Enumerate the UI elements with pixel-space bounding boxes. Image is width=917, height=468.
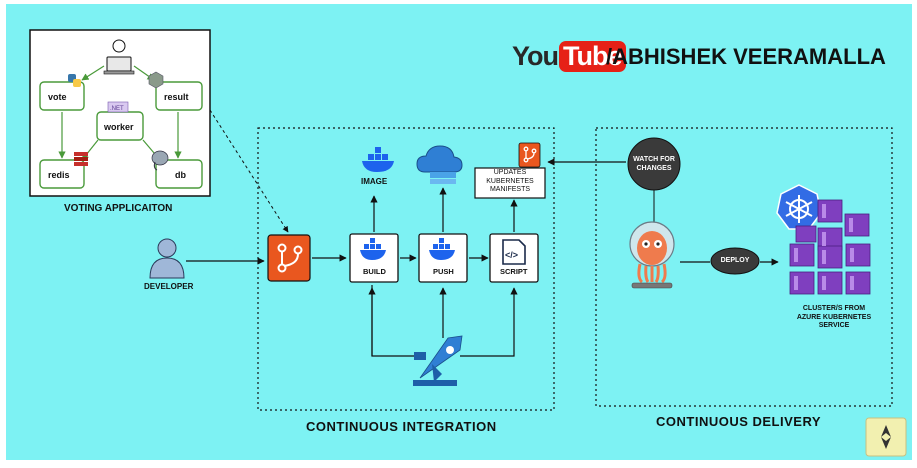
db-node	[155, 159, 203, 189]
cd-boundary	[595, 127, 893, 407]
vote-node	[39, 81, 85, 111]
app-to-repo-arrow	[209, 109, 289, 233]
postgres-elephant-icon	[151, 150, 169, 171]
build-label: BUILD	[363, 267, 386, 276]
svg-text:</>: </>	[505, 250, 518, 260]
result-node	[155, 81, 203, 111]
push-label: PUSH	[433, 267, 454, 276]
image-label: IMAGE	[361, 177, 388, 186]
voting-app-title: VOTING APPLICAITON	[64, 203, 173, 214]
vote-label: vote	[48, 92, 67, 102]
redis-icon	[74, 152, 88, 166]
cd-title: CONTINUOUS DELIVERY	[656, 414, 822, 429]
pipeline-to-build-line	[371, 285, 414, 357]
redis-label: redis	[48, 170, 70, 180]
youtube-you-text: You	[512, 40, 559, 71]
voting-app-panel: vote result worker .NET redis db	[29, 29, 211, 197]
cloud-registry-icon	[416, 145, 463, 184]
cluster-label: CLUSTER/S FROM AZURE KUBERNETES SERVICE	[796, 305, 872, 329]
argocd-octopus-icon	[629, 221, 675, 289]
kubernetes-icon	[776, 184, 822, 230]
script-label: SCRIPT	[500, 267, 528, 276]
docker-icon	[429, 238, 455, 260]
deploy-bubble	[710, 247, 760, 275]
pipeline-to-script-arrow	[460, 287, 518, 357]
youtube-tube-badge: Tube	[559, 40, 626, 72]
nodejs-icon	[148, 71, 164, 89]
laptop-user-icon	[103, 39, 135, 75]
ci-boundary	[257, 127, 555, 411]
python-icon	[68, 74, 81, 87]
script-stage: </>	[489, 233, 539, 283]
aks-cluster-cubes	[789, 199, 871, 295]
net-badge-label: .NET	[110, 106, 124, 112]
developer-person-icon	[149, 238, 185, 279]
youtube-logo: You Tube	[512, 40, 626, 72]
updates-manifests-box	[474, 167, 546, 199]
docker-icon	[360, 238, 386, 260]
navigation-badge[interactable]	[865, 417, 907, 457]
developer-label: DEVELOPER	[144, 282, 194, 291]
channel-name: /ABHISHEK VEERAMALLA	[606, 44, 886, 69]
ci-title: CONTINUOUS INTEGRATION	[306, 419, 497, 434]
result-label: result	[164, 92, 189, 102]
git-repo-icon	[267, 234, 311, 282]
updates-manifests-label: UPDATES KUBERNETES MANIFESTS	[486, 169, 534, 193]
redis-node	[39, 159, 85, 189]
worker-label: worker	[103, 122, 134, 132]
watch-for-changes-label: WATCH FOR CHANGES	[633, 156, 675, 172]
push-stage	[418, 233, 468, 283]
deploy-label: DEPLOY	[720, 257, 750, 264]
docker-image-icon	[362, 147, 394, 172]
azure-pipelines-icon	[413, 335, 463, 386]
db-label: db	[175, 170, 186, 180]
code-file-icon: </>	[502, 239, 526, 265]
build-stage	[349, 233, 399, 283]
git-manifest-icon	[518, 142, 541, 168]
dotnet-icon	[107, 101, 129, 113]
